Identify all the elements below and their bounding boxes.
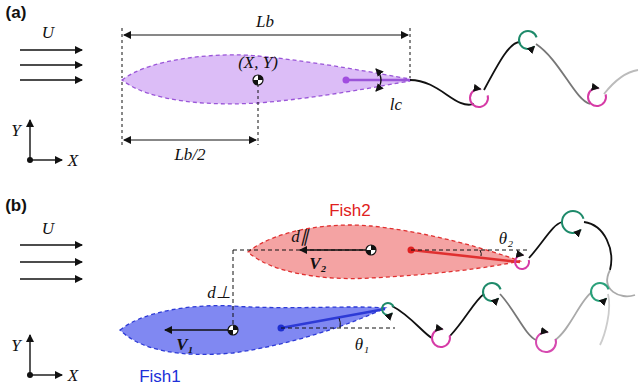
distance-lines [233,250,530,330]
centroid-marker [366,245,376,255]
vortex [588,88,606,106]
fish-body [248,225,520,279]
axis-label: X [68,367,78,384]
flow-arrows [20,50,82,80]
flow-arrows [20,245,82,279]
vortex [591,283,609,301]
axes [30,335,62,375]
length-label: lc [390,96,402,113]
centroid-marker [253,75,263,85]
axes [30,120,62,160]
pitch-arc [376,69,381,91]
vortex [562,211,584,233]
vortex [483,283,501,301]
centroid-marker [233,325,238,330]
coordinate-label: (X, Y) [238,54,278,71]
dimension-label: Lb/2 [174,146,205,163]
vortex [470,89,488,107]
axis-label: X [68,152,78,169]
vortex [536,332,556,352]
dimension-lines [122,28,410,145]
tail-blade [411,250,520,262]
velocity-label: V₂ [309,255,326,272]
axis-label: Y [11,337,20,354]
wake [410,42,638,105]
angle-label: θ₁ [355,336,369,353]
fish-node: (X, Y) [122,52,410,108]
fish-body [120,306,385,355]
distance-label: d∥ [291,228,309,245]
velocity-label: V₁ [176,336,193,353]
centroid-marker [228,330,233,335]
fish-name: Fish1 [139,368,181,385]
vortex [519,31,537,49]
vortex [382,303,394,315]
axis-label: Y [11,122,20,139]
centroid-marker [228,325,238,335]
panel-label: (a) [6,4,27,21]
wake [392,222,635,345]
fish-name: Fish2 [329,202,371,219]
vortex [432,329,450,347]
joint-dot [343,77,350,84]
distance-label: d⊥ [207,284,231,301]
fish-node: Fish2V₂ [248,222,520,280]
centroid-marker [253,80,258,85]
dimension-label: Lb [256,13,274,30]
flow-label: U [42,220,54,237]
centroid-marker [366,250,371,255]
vortex [515,255,529,269]
tail-blade [281,309,385,328]
centroid-marker [258,75,263,80]
panel-label: (b) [5,197,27,214]
angle-label: θ₂ [499,230,513,247]
velocity-arrows [165,250,371,330]
tail-blade [346,79,410,82]
centroid-marker [371,245,376,250]
fish-node: Fish1V₁ [120,304,385,358]
flow-label: U [42,24,54,41]
